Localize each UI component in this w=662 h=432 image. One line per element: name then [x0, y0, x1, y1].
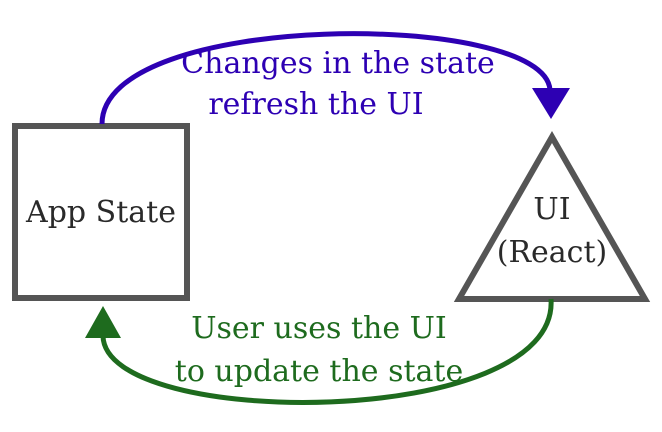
- state-to-ui-label-line2: refresh the UI: [208, 87, 423, 122]
- ui-node: UI (React): [453, 130, 651, 302]
- app-state-label: App State: [25, 195, 176, 230]
- ui-to-state-arrowhead: [85, 306, 121, 338]
- ui-label-line1: UI: [533, 192, 570, 227]
- state-to-ui-edge: Changes in the state refresh the UI: [99, 31, 570, 125]
- app-state-node: App State: [12, 123, 190, 301]
- app-state-box: [12, 123, 190, 301]
- state-to-ui-arrowhead: [532, 88, 570, 119]
- state-to-ui-label-line1: Changes in the state: [181, 46, 495, 81]
- ui-label-line2: (React): [497, 235, 608, 270]
- ui-to-state-label-line1: User uses the UI: [191, 311, 447, 346]
- ui-to-state-edge: User uses the UI to update the state: [85, 298, 554, 405]
- state-to-ui-arrow-curve: [99, 31, 553, 125]
- ui-to-state-label-line2: to update the state: [175, 354, 463, 389]
- ui-to-state-arrow-curve: [100, 298, 554, 405]
